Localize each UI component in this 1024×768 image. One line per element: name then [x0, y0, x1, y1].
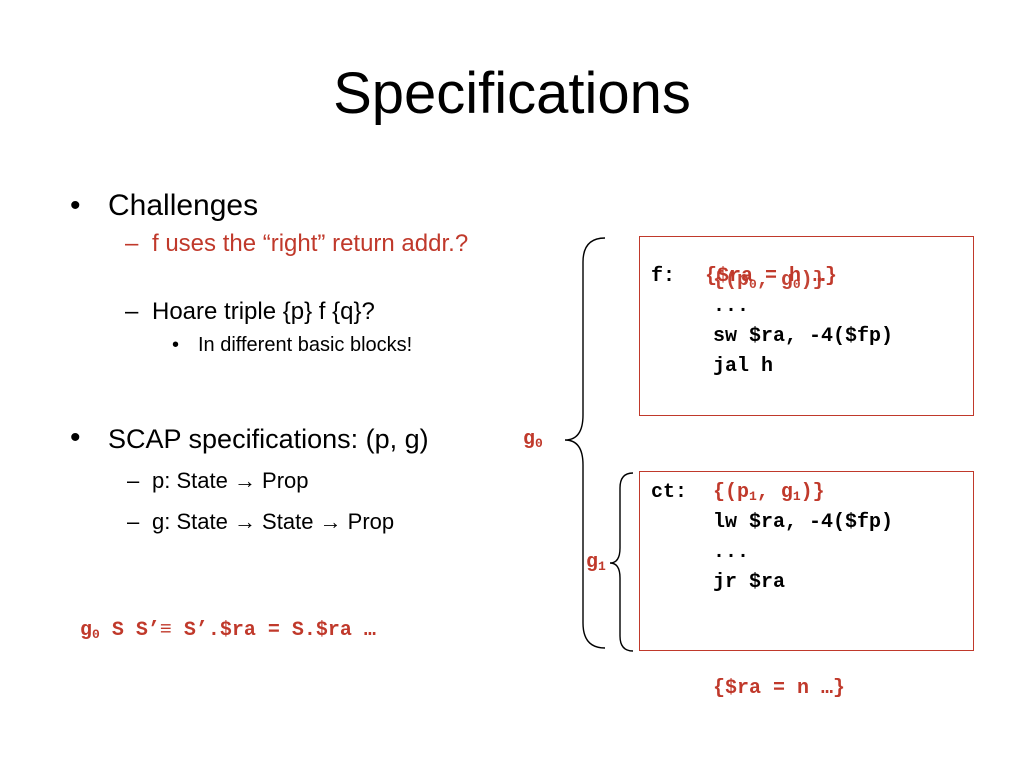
sub-bullet-p-type: p: State → Prop — [152, 468, 309, 493]
code-line-ct-2: ... — [713, 541, 750, 564]
code-spec-f-pair: {(p0, g0)} — [713, 269, 825, 292]
code-label-f: f: — [651, 265, 676, 288]
sub-bullet-hoare: Hoare triple {p} f {q}? — [152, 298, 375, 325]
bullet-scap: SCAP specifications: (p, g) — [108, 424, 429, 454]
sub-bullet-g-type: g: State → State → Prop — [152, 509, 395, 534]
code-line-f-1: ... — [713, 295, 750, 318]
code-spec-ct: {(p1, g1)} — [713, 481, 825, 504]
bullet-glyph: • — [70, 421, 81, 454]
sub-bullet-right-return: f uses the “right” return addr.? — [152, 230, 469, 257]
code-label-ct: ct: — [651, 481, 688, 504]
brace-label-g0: g0 — [523, 428, 543, 451]
brace-label-g1: g1 — [586, 551, 606, 574]
bullet-glyph: • — [172, 334, 180, 356]
dash-glyph: – — [125, 230, 139, 257]
bullet-glyph: • — [70, 189, 81, 222]
post-spec: {$ra = n …} — [713, 677, 846, 700]
code-line-ct-1: lw $ra, -4($fp) — [713, 511, 894, 534]
code-spec-f-overlay: {$ra = h …} — [705, 265, 838, 288]
code-line-ct-3: jr $ra — [713, 571, 786, 594]
sub-sub-bullet-blocks: In different basic blocks! — [198, 334, 413, 356]
bullet-challenges: Challenges — [108, 189, 259, 222]
dash-glyph: – — [125, 298, 139, 325]
code-box-f — [639, 236, 974, 416]
dash-glyph: – — [127, 468, 140, 493]
dash-glyph: – — [127, 509, 140, 534]
code-line-f-3: jal h — [713, 355, 774, 378]
slide-title: Specifications — [333, 61, 691, 126]
code-line-f-2: sw $ra, -4($fp) — [713, 325, 894, 348]
outer-brace — [564, 237, 606, 649]
code-box-ct — [639, 471, 974, 651]
inner-brace — [609, 472, 634, 652]
g0-definition: g0 S S’≡ S’.$ra = S.$ra … — [80, 619, 376, 642]
